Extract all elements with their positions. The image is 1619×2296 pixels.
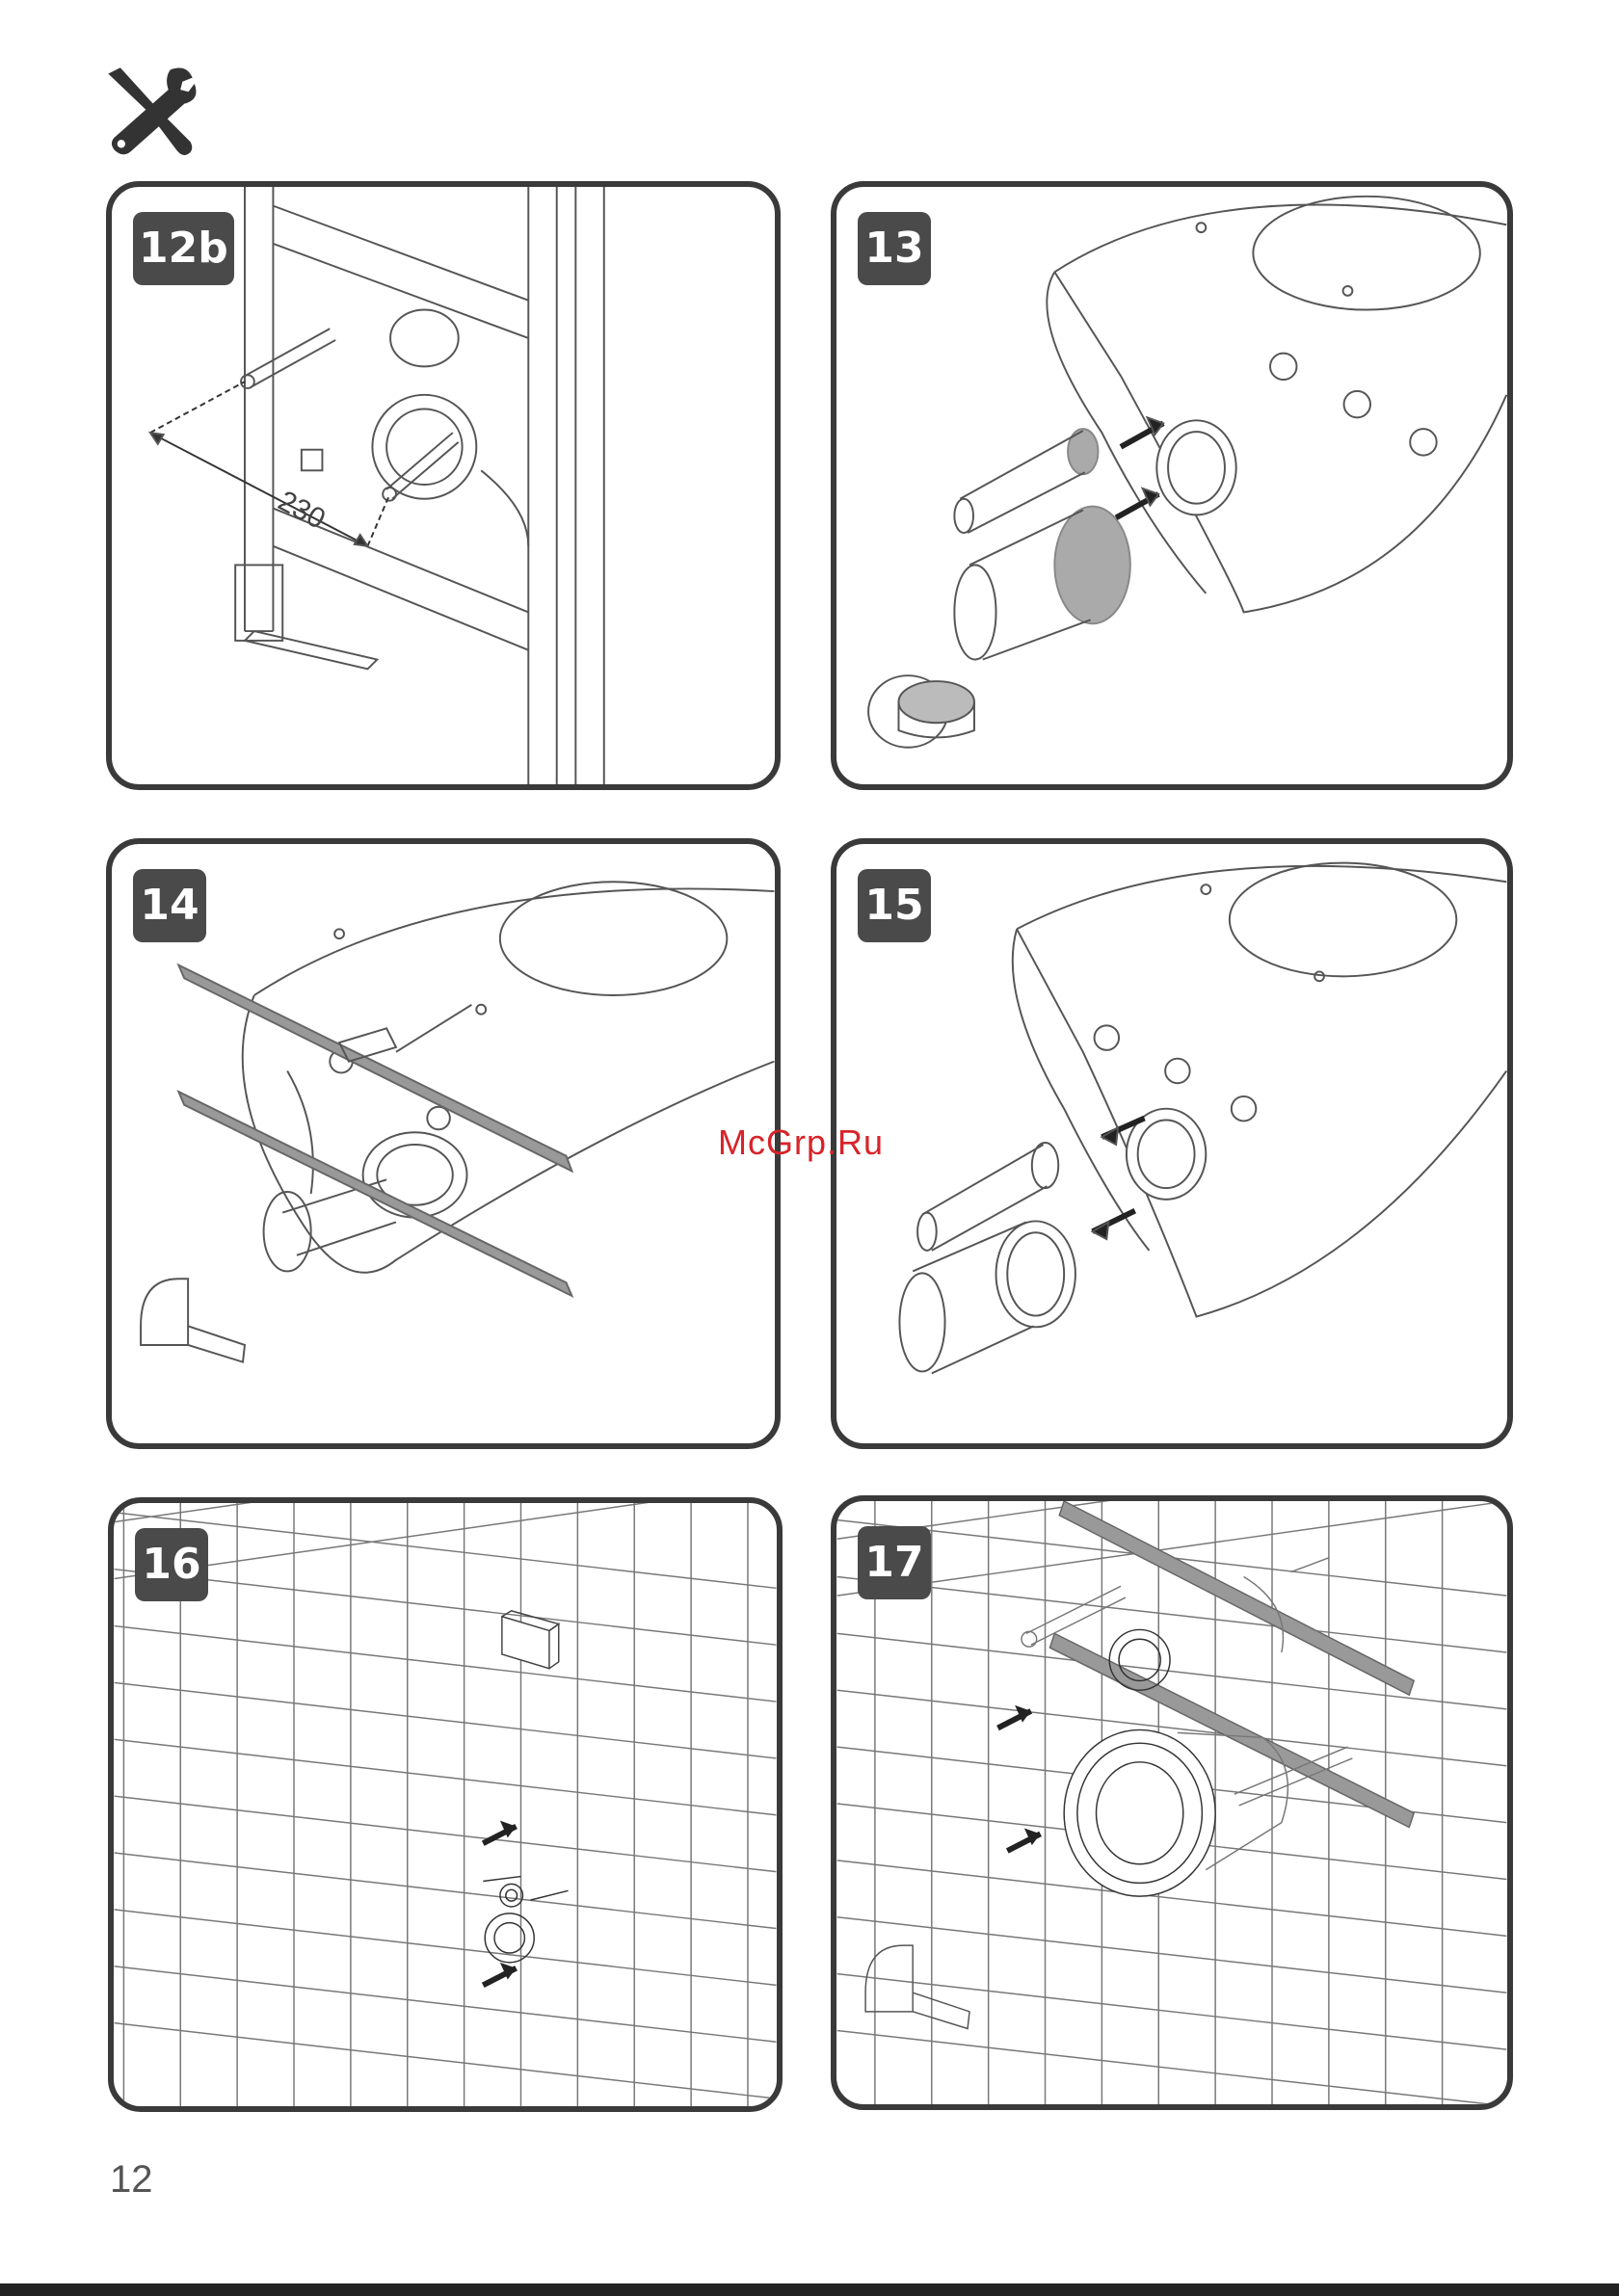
step-panel-13: 13 bbox=[831, 181, 1513, 790]
page-number: 12 bbox=[110, 2158, 153, 2202]
svg-text:230: 230 bbox=[273, 491, 331, 536]
tiled-wall-fitting-illustration bbox=[836, 1501, 1507, 2104]
toilet-measuring-illustration bbox=[112, 844, 775, 1443]
wrench-screwdriver-icon bbox=[100, 62, 200, 162]
tiled-wall-illustration bbox=[114, 1503, 777, 2106]
toilet-pipe-fitting-illustration bbox=[836, 844, 1507, 1443]
dimension-label: 230 bbox=[266, 491, 353, 549]
toilet-connection-illustration bbox=[836, 187, 1507, 784]
step-panel-17: 17 bbox=[831, 1495, 1513, 2110]
watermark: McGrp.Ru bbox=[718, 1122, 884, 1163]
step-number-badge: 16 bbox=[135, 1528, 208, 1601]
step-panel-15: 15 bbox=[831, 838, 1513, 1449]
step-panel-14: 14 bbox=[106, 838, 781, 1449]
step-panel-16: 16 bbox=[108, 1497, 783, 2112]
step-number-badge: 14 bbox=[133, 869, 206, 942]
step-number-badge: 12b bbox=[133, 212, 234, 285]
step-number-badge: 17 bbox=[858, 1526, 931, 1599]
step-number-badge: 13 bbox=[858, 212, 931, 285]
bottom-rule bbox=[0, 2283, 1619, 2296]
step-number-badge: 15 bbox=[858, 869, 931, 942]
step-panel-12b: 12b 230 bbox=[106, 181, 781, 790]
